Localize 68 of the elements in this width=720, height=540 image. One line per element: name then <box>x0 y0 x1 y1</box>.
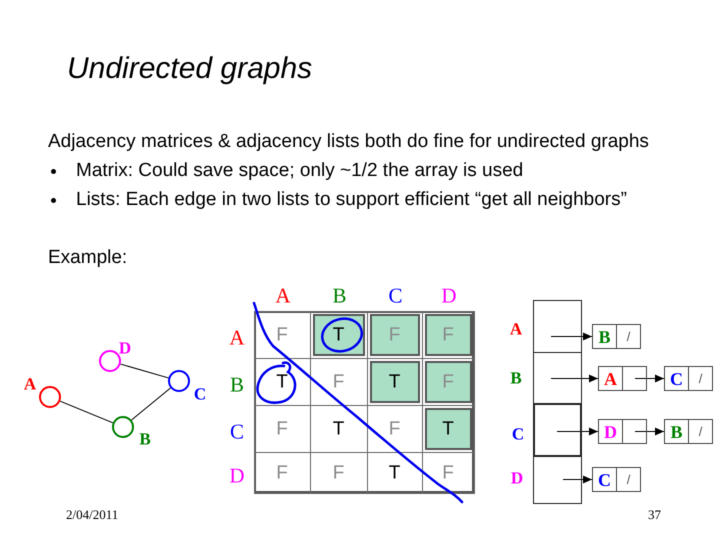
null-pointer-mark: / <box>626 330 630 343</box>
pointer-arrow <box>634 374 664 382</box>
matrix-value: T <box>388 372 400 391</box>
vertex-label: C <box>194 386 206 402</box>
array-slot <box>533 352 582 405</box>
row-header: D <box>229 465 245 486</box>
matrix-value: F <box>276 463 288 482</box>
array-slot <box>533 300 582 353</box>
matrix-value: F <box>442 372 454 391</box>
date-footer: 2/04/2011 <box>66 507 118 523</box>
null-pointer-mark: / <box>698 425 702 438</box>
graph-edge-line <box>131 387 171 421</box>
list-node <box>664 419 713 444</box>
matrix-value: T <box>332 325 344 344</box>
column-header: A <box>275 286 291 306</box>
list-node <box>664 366 713 391</box>
matrix-value: T <box>442 419 454 438</box>
row-header: A <box>229 327 245 348</box>
node-value: B <box>598 328 610 346</box>
pointer-arrow <box>634 428 664 436</box>
row-label: C <box>512 426 524 442</box>
page-number: 37 <box>648 507 661 523</box>
bullet-text: Lists: Each edge in two lists to support efficient “get all neighbors” <box>76 189 627 211</box>
array-slot <box>533 403 582 457</box>
matrix-value: F <box>388 419 400 438</box>
list-node <box>598 419 647 444</box>
pointer-arrow <box>550 332 592 340</box>
pointer-arrow <box>550 374 598 382</box>
example-heading: Example: <box>48 247 128 269</box>
matrix-value: F <box>332 463 344 482</box>
row-label: D <box>510 470 524 486</box>
matrix-value: F <box>276 325 288 344</box>
null-pointer-mark: / <box>626 473 630 486</box>
intro-text: Adjacency matrices & adjacency lists both do fine for undirected graphs <box>48 131 649 153</box>
graph-edge-line <box>120 364 169 378</box>
node-value: A <box>604 370 617 388</box>
matrix-value: T <box>388 463 400 482</box>
column-header: C <box>388 286 402 306</box>
list-node <box>592 467 641 492</box>
matrix-value: T <box>276 372 288 391</box>
null-pointer-mark: / <box>698 372 702 385</box>
node-value: C <box>670 370 683 388</box>
pointer-arrow <box>556 428 598 436</box>
array-slot <box>533 456 582 504</box>
vertex-label: D <box>118 340 132 356</box>
slide-title: Undirected graphs <box>67 52 312 86</box>
row-header: C <box>230 421 244 442</box>
list-node <box>598 366 647 391</box>
matrix-value: T <box>332 419 344 438</box>
matrix-value: F <box>442 463 454 482</box>
bullet-text: Matrix: Could save space; only ~1/2 the array is used <box>76 160 524 182</box>
node-value: C <box>598 470 611 488</box>
node-value: B <box>670 422 682 440</box>
vertex-label: A <box>24 376 36 392</box>
matrix-value: F <box>276 419 288 438</box>
row-label: A <box>510 320 522 338</box>
matrix-value: F <box>332 372 344 391</box>
column-header: B <box>332 286 346 306</box>
node-value: D <box>604 422 617 440</box>
matrix-value: F <box>442 325 454 344</box>
matrix-value: F <box>388 325 400 344</box>
graph-edge-line <box>60 400 114 424</box>
column-header: D <box>441 286 457 306</box>
list-node <box>592 324 641 349</box>
pointer-arrow <box>562 476 592 484</box>
vertex-label: B <box>139 430 151 448</box>
row-label: B <box>510 370 522 386</box>
row-header: B <box>230 374 244 395</box>
